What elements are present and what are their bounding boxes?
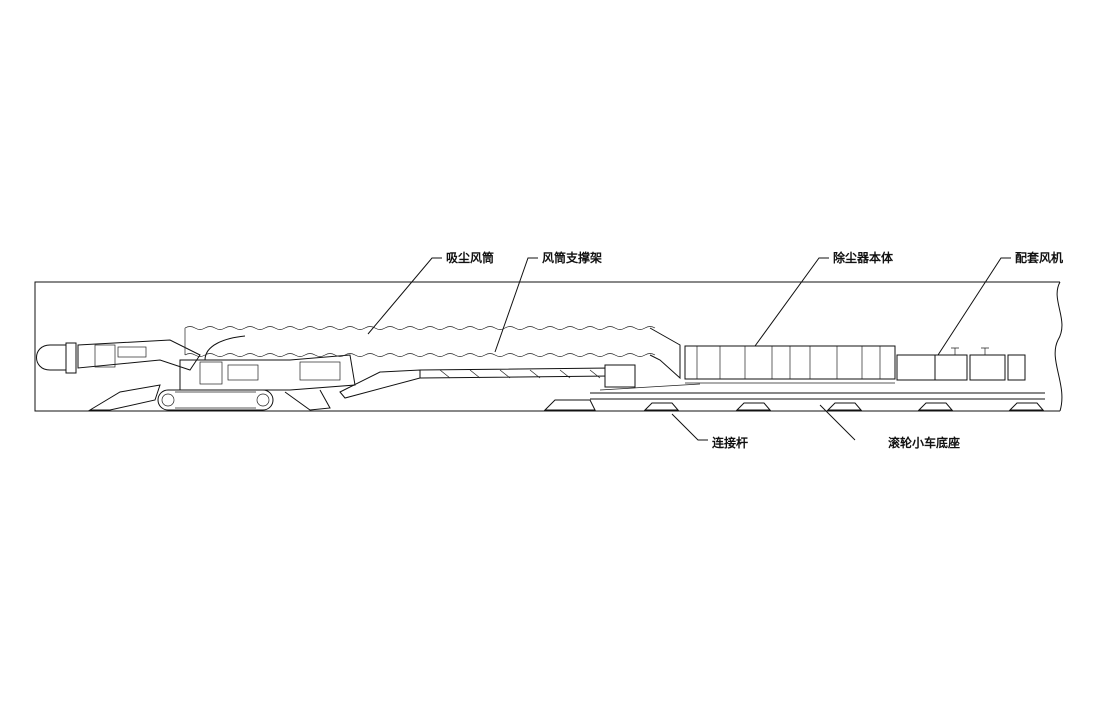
label-fan: 配套风机: [1015, 250, 1063, 265]
dust-collector-body: [684, 345, 896, 384]
label-connecting-rod: 连接杆: [712, 435, 748, 450]
roadheader-machine: [36, 335, 421, 411]
tunnel-outline: [34, 281, 1063, 412]
suction-duct: [184, 326, 681, 380]
label-suction-duct: 吸尘风筒: [446, 250, 494, 265]
label-dust-collector: 除尘器本体: [833, 250, 894, 265]
leader-lines: [367, 257, 1011, 441]
duct-support-frame: [419, 364, 636, 388]
roller-cart-base: [543, 383, 1045, 411]
label-duct-support: 风筒支撑架: [542, 250, 602, 265]
label-roller-cart-base: 滚轮小车底座: [888, 435, 960, 450]
matching-fan: [896, 347, 1026, 381]
